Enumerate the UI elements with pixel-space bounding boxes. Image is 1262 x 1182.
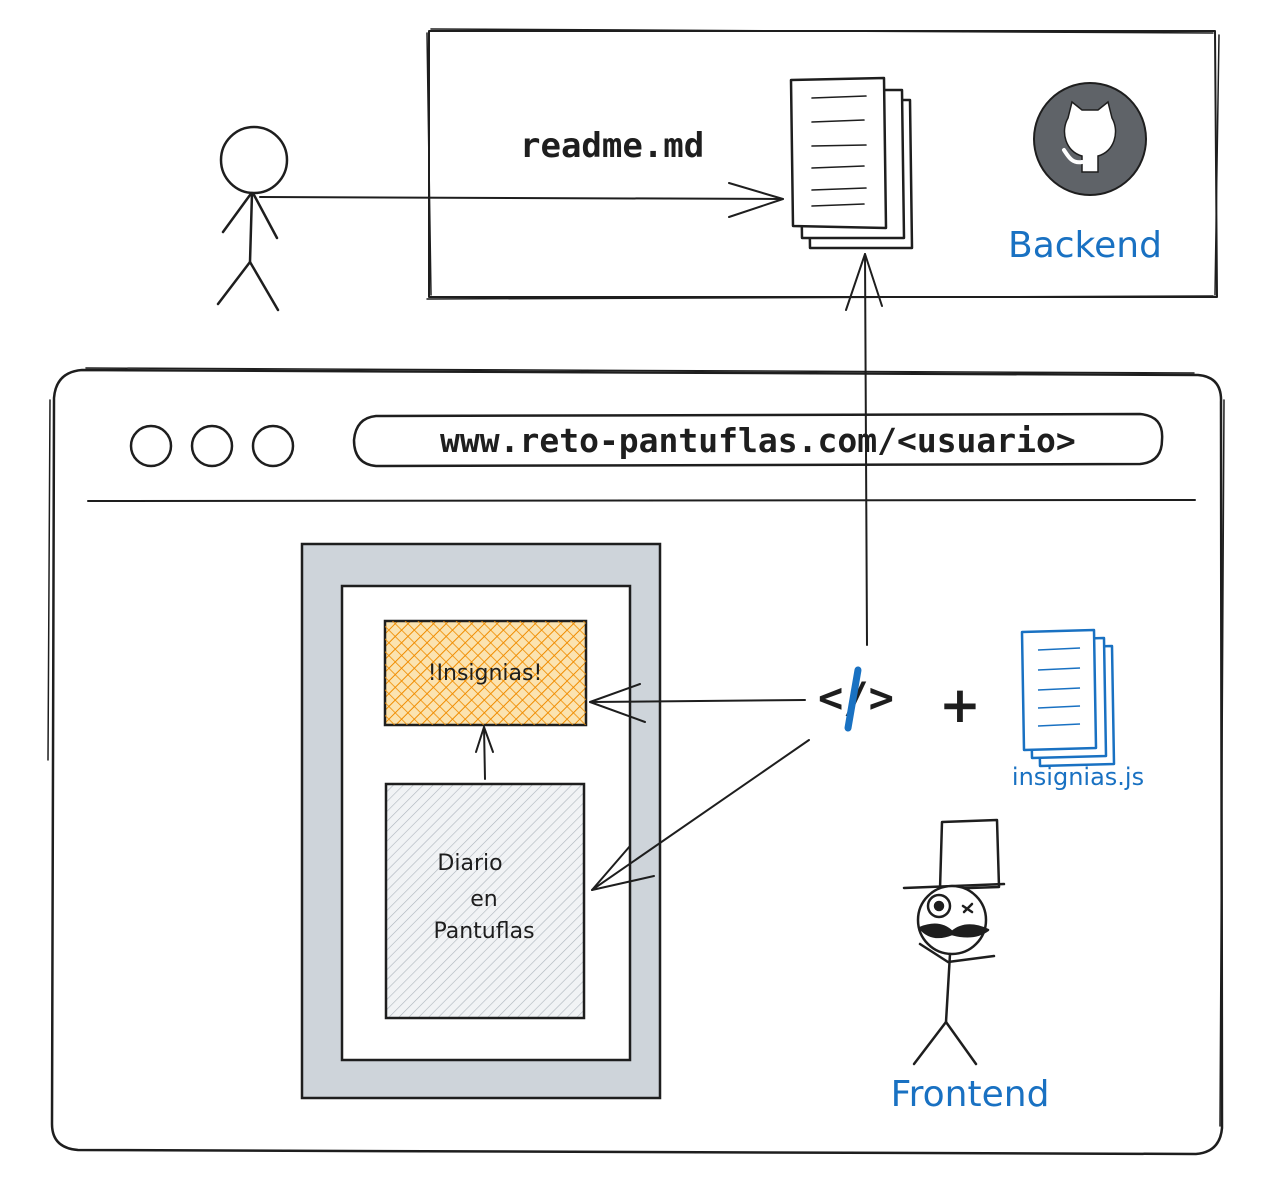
frontend-title: Frontend [891, 1074, 1050, 1115]
insignias-js-file-icon [1020, 628, 1116, 768]
readme-label: readme.md [520, 126, 704, 166]
plus-sign: + [939, 676, 981, 734]
diary-line-1: Diario [437, 851, 502, 876]
address-bar[interactable]: www.reto-pantuflas.com/<usuario> [352, 412, 1164, 468]
user-stick-figure [216, 125, 289, 312]
readme-document-icon [789, 76, 914, 250]
arrow-code-to-diary [591, 739, 810, 891]
code-icon: </> [818, 666, 894, 732]
maximize-dot-icon[interactable] [251, 424, 295, 468]
arrow-diary-to-badges [475, 726, 494, 780]
backend-title: Backend [1008, 225, 1162, 266]
diary-box: Diario en Pantuflas [384, 782, 586, 1020]
arrow-user-to-readme [259, 182, 784, 218]
arrow-code-to-badges [589, 683, 806, 723]
badges-box: !Insignias! [383, 619, 588, 727]
browser-window [47, 367, 1225, 1156]
badges-label: !Insignias! [428, 661, 543, 686]
diary-line-3: Pantuflas [433, 919, 534, 944]
browser-header-divider [87, 499, 1196, 502]
minimize-dot-icon[interactable] [190, 424, 234, 468]
diary-line-2: en [470, 887, 497, 912]
github-icon [1033, 82, 1147, 196]
arrow-code-to-readme [845, 253, 883, 646]
insignias-js-label: insignias.js [1012, 763, 1144, 791]
backend-box [426, 28, 1220, 300]
frontend-developer-figure [902, 818, 1006, 1066]
window-controls [129, 424, 295, 468]
close-dot-icon[interactable] [129, 424, 173, 468]
url-text: www.reto-pantuflas.com/<usuario> [440, 421, 1076, 460]
